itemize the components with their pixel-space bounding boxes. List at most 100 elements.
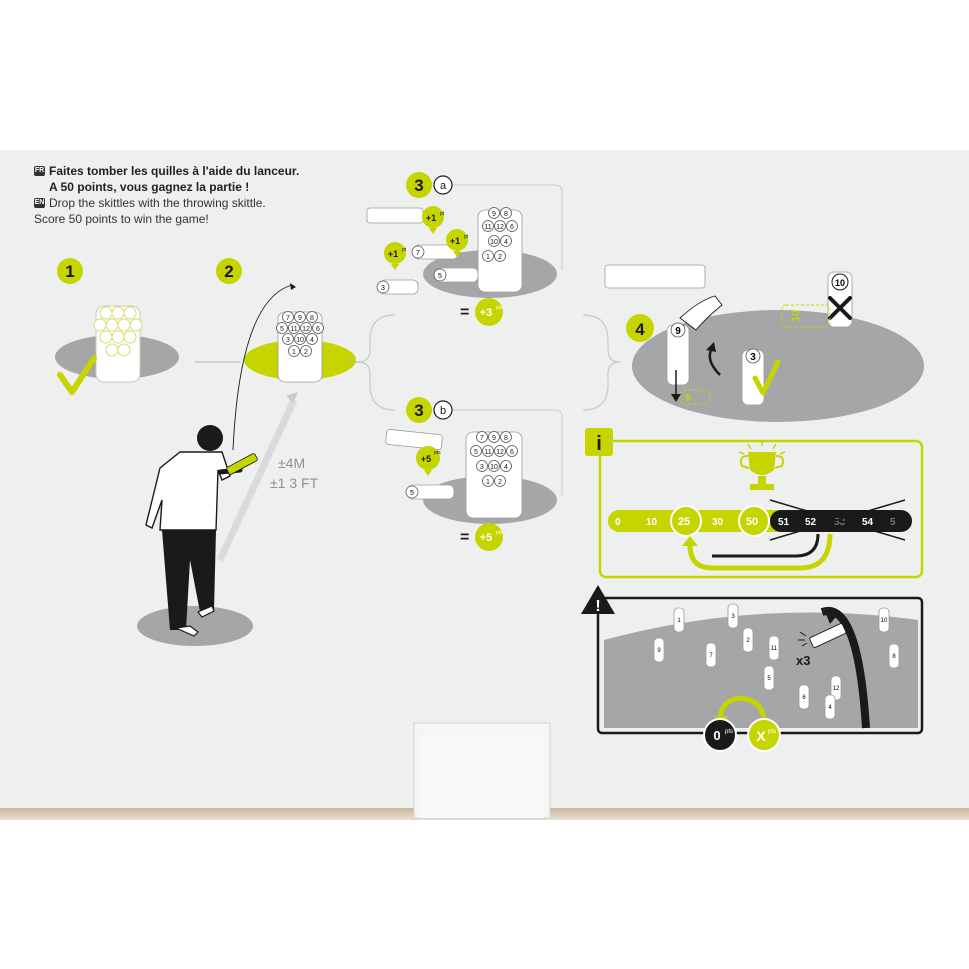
score-track-labels: 0 10 30 51 52 53 54 5: [615, 517, 896, 528]
score-result-badge: [475, 298, 503, 326]
pin-label: 9: [492, 435, 496, 442]
pin-label: 3: [750, 352, 756, 363]
pin-label: 4: [504, 239, 508, 246]
svg-text:+1: +1: [426, 213, 436, 223]
svg-text:1: 1: [677, 618, 681, 624]
warning-panel: ! 1 3 9 7 2 11 5 6 12 4 10 8 x3 0 pts X …: [581, 585, 924, 752]
pin-label: 10: [835, 278, 845, 288]
pin-label: 5: [474, 449, 478, 456]
warning-icon: [581, 585, 615, 614]
svg-text:30: 30: [712, 517, 724, 528]
pin-label: 4: [504, 464, 508, 471]
fr-line-2: A 50 points, vous gagnez la partie !: [49, 180, 250, 194]
step-3b-number: 3: [414, 401, 423, 420]
svg-text:9: 9: [657, 648, 661, 654]
distance-arrow: [216, 398, 298, 562]
pin-label: 10: [490, 464, 498, 471]
pin-label: 10: [490, 239, 498, 246]
pin-label: 7: [416, 250, 420, 257]
svg-text:+1: +1: [450, 236, 460, 246]
svg-text:25: 25: [678, 516, 690, 528]
thrown-skittle: [385, 429, 443, 450]
step-3b-letter: b: [440, 405, 446, 417]
pin-label: 1: [292, 349, 296, 356]
fr-flag-icon: FR: [34, 166, 45, 176]
svg-text:pts: pts: [496, 305, 503, 311]
step-2-group: 2 7 9 8 5 11 12 6 3 10 4 1 2: [216, 258, 356, 562]
svg-text:pts: pts: [725, 729, 733, 735]
svg-text:54: 54: [862, 517, 874, 528]
plus1-badge: +1 pt: [384, 242, 407, 270]
pin-label: 3: [480, 464, 484, 471]
step-1-number: 1: [65, 262, 74, 281]
curved-arrow-head: [706, 342, 716, 352]
pin-label: 5: [280, 326, 284, 333]
svg-text:pt: pt: [440, 211, 445, 217]
pin-label: 8: [504, 211, 508, 218]
pin-label: 12: [302, 326, 310, 333]
svg-text:+5: +5: [421, 454, 431, 464]
step-4-number: 4: [635, 320, 645, 339]
score-result: +5: [480, 532, 493, 544]
step-1-skittles: [93, 305, 143, 383]
cross-icon: [828, 296, 852, 320]
distance-meters: ±4M: [278, 455, 305, 471]
box-flap-inner: [420, 735, 544, 818]
pin-label: 1: [486, 479, 490, 486]
step-3a-letter-badge: [433, 175, 453, 195]
step-3b-frame: [440, 409, 563, 495]
step-3a-number: 3: [414, 176, 423, 195]
trophy-icon: [738, 440, 786, 490]
pin-label: 3: [381, 285, 385, 292]
info-panel-frame: [598, 439, 924, 579]
info-icon: i: [596, 433, 602, 455]
pin-label: 5: [438, 273, 442, 280]
info-panel: i 0 10 30 51 52 53 54 5: [585, 428, 924, 579]
reset-arrow-green: [687, 533, 833, 571]
svg-text:53: 53: [834, 517, 846, 528]
step-2-badge: [216, 258, 242, 284]
thrown-skittle: [809, 623, 847, 648]
step-3b-group: 3 b 7 9 8 5 11 12 6 3 10 4: [385, 397, 563, 551]
arrow-down-icon: [671, 394, 681, 402]
pin-label: 11: [484, 449, 491, 456]
pin-label: 10: [296, 337, 304, 344]
en-line-2: Score 50 points to win the game!: [34, 212, 209, 226]
pin-label: 8: [504, 435, 508, 442]
x-points-badge: [747, 718, 781, 752]
player-figure: [137, 425, 258, 646]
svg-text:pts: pts: [768, 729, 776, 735]
player-shoe: [197, 605, 215, 618]
out-of-bounds-arc: [820, 607, 870, 729]
arc-arrow-head: [826, 612, 840, 624]
marker-label: 9: [685, 393, 691, 404]
en-flag-icon: EN: [34, 198, 45, 208]
plus5-badge: +5 pts: [416, 446, 441, 476]
marker-label: 10: [790, 310, 802, 322]
check-icon: [57, 355, 97, 395]
throw-arc: [232, 284, 293, 451]
fr-line-1: FR Faites tomber les quilles à l'aide du…: [34, 164, 300, 178]
step-3b-letter-badge: [433, 400, 453, 420]
pin-label: 5: [410, 490, 414, 497]
score-result-badge: [475, 523, 503, 551]
penalty-arrow: [717, 695, 767, 721]
svg-text:pts: pts: [434, 450, 441, 456]
svg-text:11: 11: [771, 646, 778, 652]
throwing-skittle: [226, 453, 258, 475]
svg-text:+1: +1: [388, 249, 398, 259]
svg-text:5: 5: [890, 517, 896, 528]
pin-label: 4: [310, 337, 314, 344]
player-ellipse: [137, 606, 253, 646]
plus1-badge: +1 pt: [446, 229, 469, 257]
distance-arrow-head: [286, 392, 298, 403]
svg-text:6: 6: [802, 695, 806, 701]
check-icon: [752, 359, 781, 396]
svg-text:5: 5: [767, 676, 771, 682]
player-shirt: [145, 451, 231, 531]
left-brace: [357, 314, 396, 411]
pin-label: 6: [510, 449, 514, 456]
pin-label: 12: [496, 224, 504, 231]
pin-label: 2: [304, 349, 308, 356]
